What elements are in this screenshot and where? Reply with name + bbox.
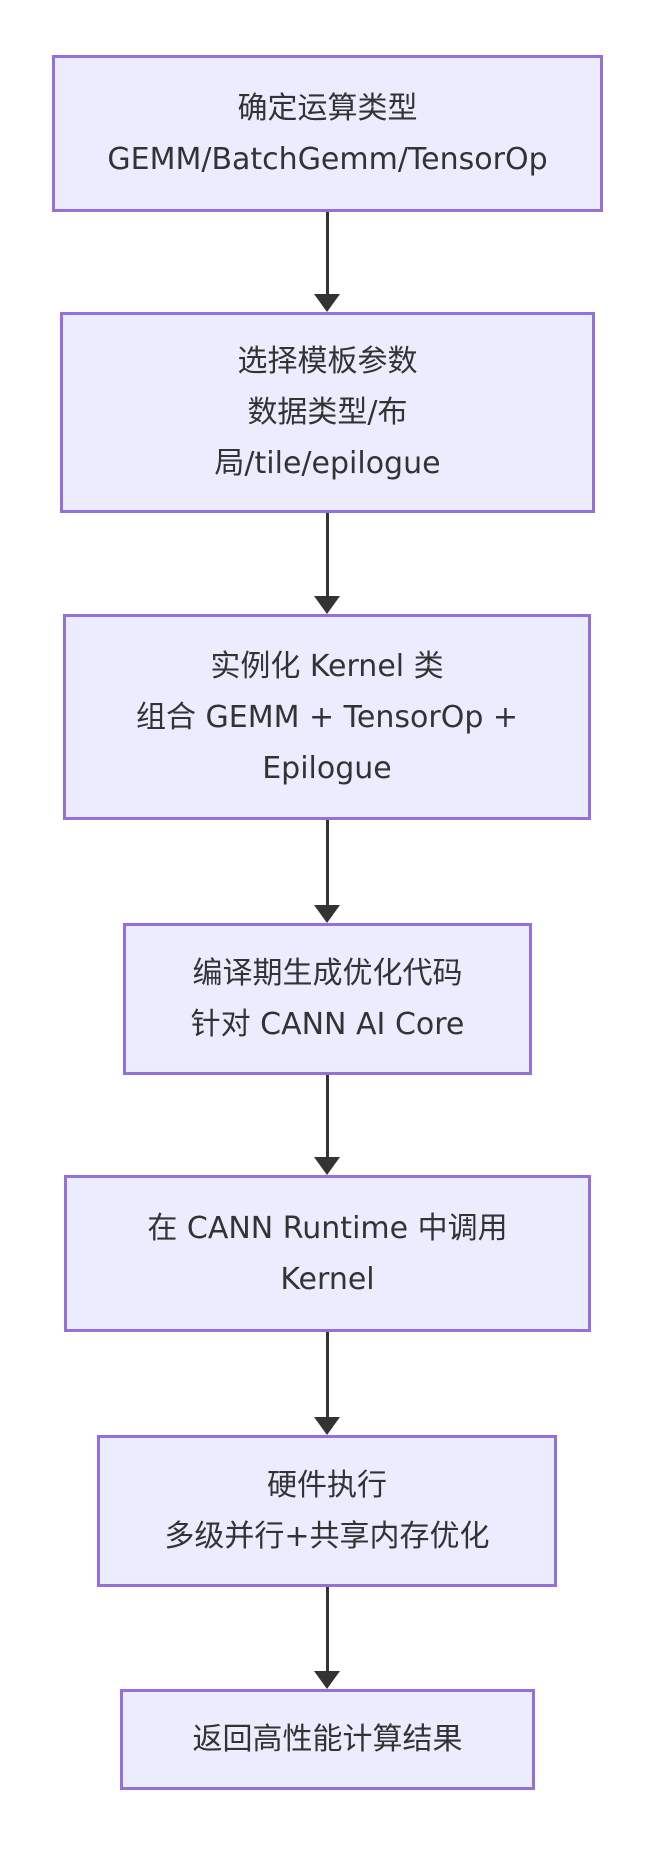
node-label-line: 实例化 Kernel 类 — [210, 648, 444, 684]
node-label-line: 返回高性能计算结果 — [192, 1722, 463, 1757]
node-label-line: 确定运算类型 — [237, 90, 418, 126]
node-label-line: Kernel — [280, 1261, 375, 1297]
arrow-shaft — [325, 513, 329, 596]
node-label-line: 硬件执行 — [267, 1468, 387, 1503]
arrowhead-down-icon — [314, 1157, 340, 1175]
edge-arrow-2 — [312, 513, 342, 614]
edge-arrow-6 — [312, 1587, 342, 1689]
flow-node-determine-op-type: 确定运算类型 GEMM/BatchGemm/TensorOp — [52, 55, 603, 212]
arrow-shaft — [325, 820, 329, 905]
arrowhead-down-icon — [314, 1671, 340, 1689]
node-label-line: 组合 GEMM + TensorOp + — [135, 699, 519, 735]
edge-arrow-4 — [312, 1075, 342, 1175]
arrow-shaft — [325, 1587, 329, 1671]
arrowhead-down-icon — [314, 1417, 340, 1435]
node-label-line: 编译期生成优化代码 — [192, 956, 463, 991]
node-label-line: GEMM/BatchGemm/TensorOp — [107, 141, 548, 177]
edge-arrow-5 — [312, 1332, 342, 1435]
arrow-shaft — [325, 212, 329, 294]
node-label-line: 在 CANN Runtime 中调用 — [147, 1210, 508, 1246]
arrow-shaft — [325, 1332, 329, 1417]
arrowhead-down-icon — [314, 294, 340, 312]
edge-arrow-3 — [312, 820, 342, 923]
flow-node-compile-codegen: 编译期生成优化代码 针对 CANN AI Core — [123, 923, 532, 1075]
flow-node-select-template-params: 选择模板参数 数据类型/布 局/tile/epilogue — [60, 312, 595, 513]
node-label-line: 针对 CANN AI Core — [190, 1007, 465, 1042]
node-label-line: 多级并行+共享内存优化 — [164, 1519, 490, 1554]
flow-node-instantiate-kernel: 实例化 Kernel 类 组合 GEMM + TensorOp + Epilog… — [63, 614, 591, 820]
edge-arrow-1 — [312, 212, 342, 312]
node-label-line: 局/tile/epilogue — [214, 446, 441, 481]
flow-node-runtime-invoke: 在 CANN Runtime 中调用 Kernel — [64, 1175, 591, 1332]
node-label-line: Epilogue — [262, 750, 392, 786]
node-label-line: 选择模板参数 — [237, 344, 418, 379]
flow-node-hardware-execute: 硬件执行 多级并行+共享内存优化 — [97, 1435, 557, 1587]
arrow-shaft — [325, 1075, 329, 1157]
arrowhead-down-icon — [314, 905, 340, 923]
flow-node-return-result: 返回高性能计算结果 — [120, 1689, 535, 1790]
arrowhead-down-icon — [314, 596, 340, 614]
node-label-line: 数据类型/布 — [247, 395, 408, 430]
